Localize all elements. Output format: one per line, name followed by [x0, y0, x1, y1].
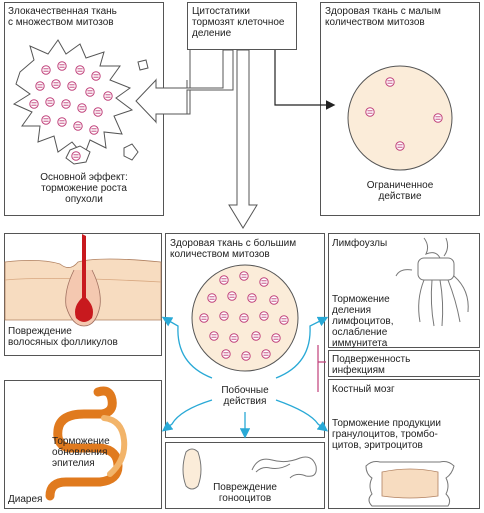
intestine-illustration [45, 386, 128, 501]
side-effects-label: Побочные действия [221, 385, 269, 407]
healthy-low-cell [347, 65, 453, 171]
lymph-node-panel [328, 233, 480, 348]
marrow-title: Костный мозг [332, 384, 395, 395]
lymph-node-illustration [395, 237, 469, 327]
intestine-label: Диарея [8, 494, 43, 505]
healthy-high-title: Здоровая ткань с большим количеством мит… [170, 238, 297, 260]
lymph-text: Торможение деления лимфоцитов, ослаблени… [332, 294, 394, 349]
cytostatics-text: Цитостатики тормозят клеточное деление [192, 6, 285, 39]
arrow-down [228, 49, 258, 229]
arrow-to-healthy-low [274, 50, 336, 110]
hair-label: Повреждение волосяных фолликулов [8, 326, 118, 348]
malignant-title: Злокачественная ткань с множеством митоз… [8, 6, 117, 28]
lymph-title: Лимфоузлы [332, 238, 388, 249]
gonads-label: Повреждение гонооцитов [213, 482, 277, 504]
cytostatics-box [187, 2, 297, 50]
healthy-low-title: Здоровая ткань с малым количеством митоз… [325, 6, 441, 28]
healthy-low-effect: Ограниченное действие [366, 180, 434, 202]
malignant-effect: Основной эффект: торможение роста опухол… [40, 172, 128, 205]
hair-follicle-illustration [4, 234, 162, 327]
bone-marrow-illustration [365, 461, 455, 507]
malignant-cell-cluster [12, 39, 149, 165]
infection-label: Подверженность инфекциям [332, 354, 411, 376]
healthy-high-cell [191, 264, 299, 372]
marrow-text: Торможение продукции гранулоцитов, тромб… [332, 418, 441, 451]
intestine-text: Торможение обновления эпителия [52, 436, 110, 469]
side-effect-arrows [161, 316, 329, 439]
infection-box [328, 350, 480, 377]
gonads-illustration [182, 448, 317, 490]
